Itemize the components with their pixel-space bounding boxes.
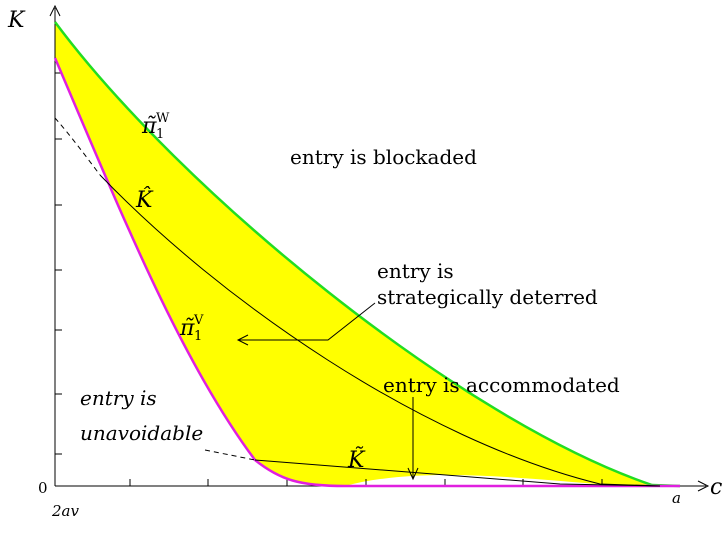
pi-w-curve [53, 21, 681, 488]
deterred-pointer-arrowhead [236, 334, 249, 346]
x-start-label: 2av [51, 502, 79, 520]
deterrence-region-fill [55, 22, 652, 486]
k-tilde-curve [254, 459, 661, 487]
svg-text:1: 1 [194, 329, 202, 344]
k-hat-curve [99, 174, 661, 487]
x-axis-arrow [697, 480, 710, 492]
svg-text:π̃: π̃ [141, 114, 157, 139]
svg-text:W: W [156, 111, 170, 126]
pi-w-label: π̃ W 1 [141, 111, 170, 142]
y-axis-ticks [55, 72, 62, 455]
k-tilde-label: K̃ [347, 447, 366, 473]
y-axis-label: K [7, 8, 26, 33]
origin-label: 0 [38, 479, 48, 497]
svg-text:π̃: π̃ [179, 316, 195, 341]
x-axis-label: c [710, 475, 722, 500]
deterred-label-line1: entry is [377, 259, 454, 283]
unavoidable-label-line2: unavoidable [80, 421, 203, 445]
k-tilde-curve-dashed [204, 449, 256, 461]
k-hat-curve-dashed [54, 117, 101, 176]
pi-v-curve [53, 57, 680, 488]
unavoidable-label-line1: entry is [80, 386, 157, 410]
deterred-pointer-line [238, 302, 376, 341]
deterred-label-line2: strategically deterred [377, 285, 598, 309]
blockaded-label: entry is blockaded [290, 145, 477, 169]
accommodated-pointer-arrowhead [407, 467, 419, 481]
x-end-label: a [672, 489, 681, 507]
x-axis-ticks [129, 479, 603, 486]
svg-text:1: 1 [156, 127, 164, 142]
pi-v-label: π̃ V 1 [179, 313, 204, 344]
k-hat-label: K̂ [135, 187, 154, 213]
y-axis-arrow [49, 4, 61, 17]
accommodated-label: entry is accommodated [383, 373, 620, 397]
svg-text:V: V [193, 313, 204, 328]
